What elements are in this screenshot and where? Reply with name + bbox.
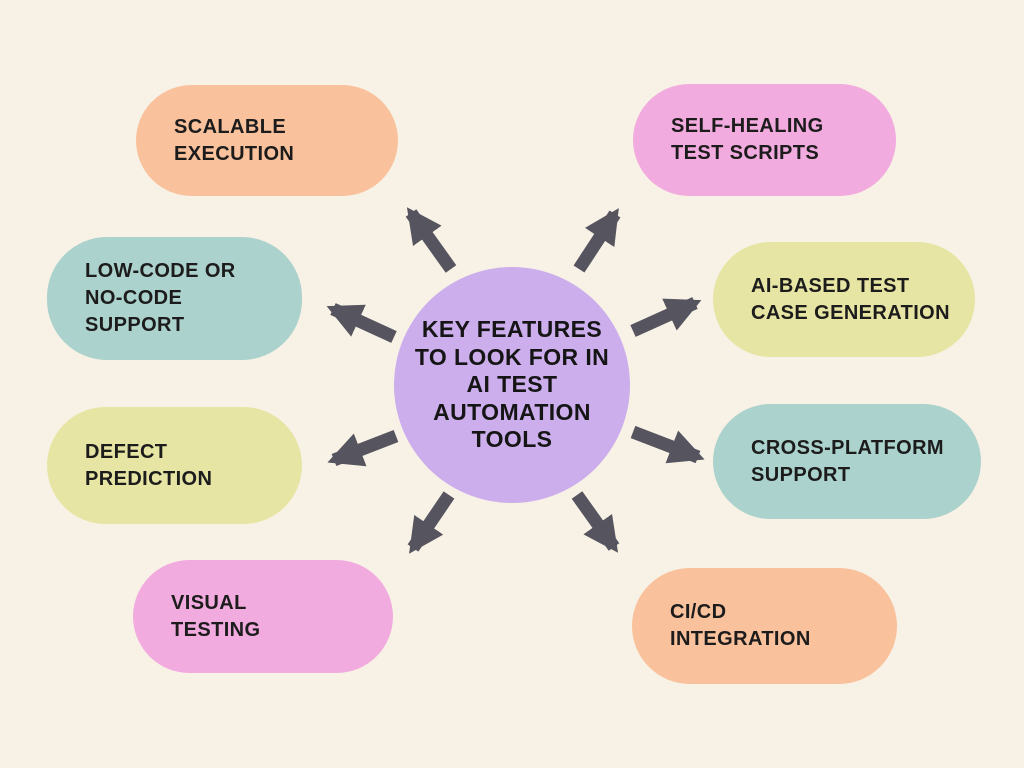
feature-pill-cross-platform-support: CROSS-PLATFORM SUPPORT [713, 404, 981, 519]
arrow-to-scalable-execution [405, 207, 457, 273]
feature-label-self-healing-test-scripts: SELF-HEALING TEST SCRIPTS [671, 115, 824, 164]
arrow-to-visual-testing [407, 491, 455, 554]
feature-pill-ci-cd-integration: CI/CD INTEGRATION [632, 568, 897, 684]
feature-label-low-code-support: LOW-CODE OR NO-CODE SUPPORT [85, 260, 236, 336]
feature-label-scalable-execution: SCALABLE EXECUTION [174, 115, 295, 165]
arrow-to-cross-platform-support [630, 425, 705, 464]
feature-label-visual-testing: VISUAL TESTING [171, 591, 261, 641]
arrow-to-ai-based-test-case-generation [630, 297, 702, 337]
feature-pill-visual-testing: VISUAL TESTING [133, 560, 393, 673]
feature-label-defect-prediction: DEFECT PREDICTION [85, 440, 213, 490]
feature-pill-ai-based-test-case-generation: AI-BASED TEST CASE GENERATION [713, 242, 975, 357]
arrow-to-ci-cd-integration [571, 491, 620, 553]
feature-label-ci-cd-integration: CI/CD INTEGRATION [670, 601, 811, 650]
center-topic-circle: KEY FEATURES TO LOOK FOR IN AI TEST AUTO… [394, 267, 630, 503]
feature-label-cross-platform-support: CROSS-PLATFORM SUPPORT [751, 436, 944, 486]
feature-pill-self-healing-test-scripts: SELF-HEALING TEST SCRIPTS [633, 84, 896, 196]
feature-label-ai-based-test-case-generation: AI-BASED TEST CASE GENERATION [751, 274, 950, 324]
feature-pill-scalable-execution: SCALABLE EXECUTION [136, 85, 398, 196]
arrow-to-defect-prediction [327, 429, 399, 467]
feature-pill-low-code-support: LOW-CODE OR NO-CODE SUPPORT [47, 237, 302, 360]
feature-pill-defect-prediction: DEFECT PREDICTION [47, 407, 302, 524]
center-topic-title: KEY FEATURES TO LOOK FOR IN AI TEST AUTO… [414, 316, 610, 453]
arrow-to-self-healing-test-scripts [573, 208, 621, 273]
arrow-to-low-code-support [326, 303, 397, 343]
